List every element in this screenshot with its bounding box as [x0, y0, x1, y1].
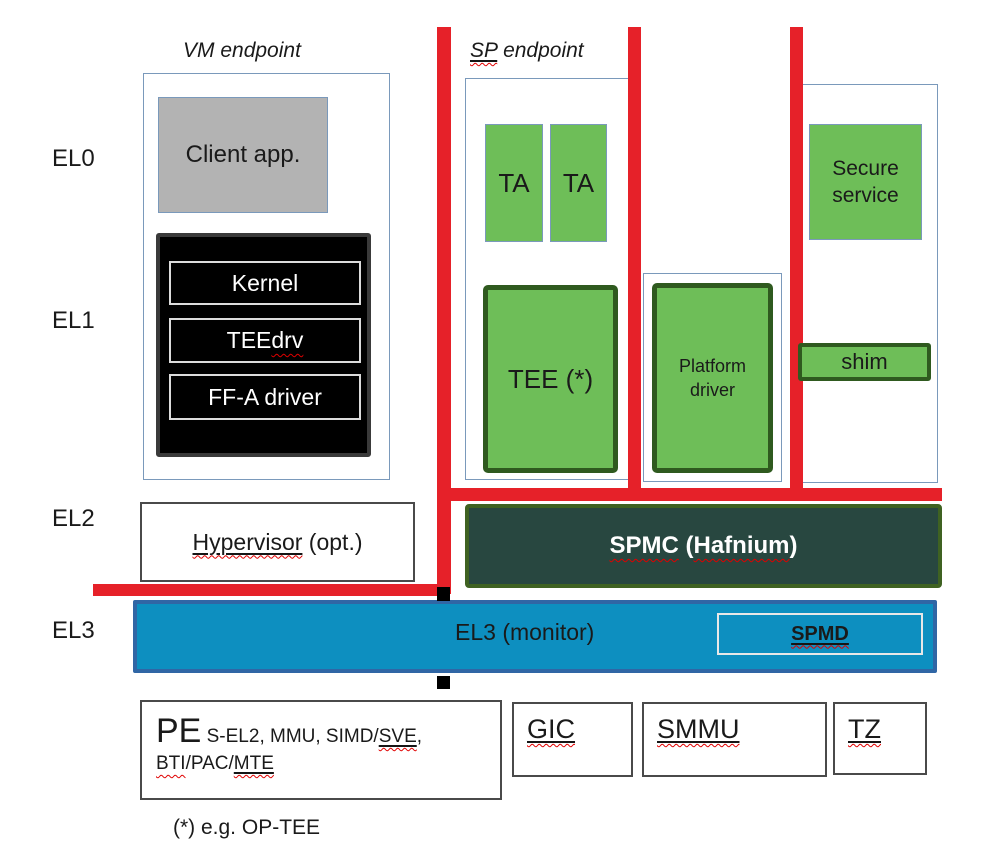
kernel-label: Kernel [231, 269, 299, 296]
shim-box: shim [798, 343, 931, 381]
el1-label: EL1 [52, 307, 95, 334]
ta-label-2: TA [562, 167, 595, 198]
spmd-box: SPMD [717, 613, 923, 655]
vm-endpoint-title: VM endpoint [183, 39, 301, 62]
kernel-box: Kernel [169, 261, 361, 305]
client-app-label: Client app. [185, 141, 301, 168]
el3-label: EL3 [52, 617, 95, 644]
pe-box: PE S-EL2, MMU, SIMD/SVE, BTI/PAC/MTE [140, 700, 502, 800]
smmu-box: SMMU [642, 702, 827, 777]
hypervisor-label-rest: (opt.) [302, 528, 363, 555]
boundary-line-vertical-2 [628, 27, 641, 501]
tz-box: TZ [833, 702, 927, 775]
gic-label: GIC [527, 714, 576, 744]
ffa-driver-box: FF-A driver [169, 374, 361, 420]
sp-endpoint-title: SP endpoint [470, 39, 584, 63]
tz-label: TZ [848, 714, 881, 744]
ta-label-1: TA [498, 167, 530, 198]
pe-features-line2: BTI/PAC/MTE [156, 753, 274, 774]
boundary-line-horizontal-left [93, 584, 449, 596]
smmu-label: SMMU [657, 714, 740, 744]
dashed-line-segment-2 [437, 676, 450, 689]
footnote: (*) e.g. OP-TEE [173, 816, 321, 839]
shim-label: shim [841, 349, 888, 374]
el3-monitor-label: EL3 (monitor) [455, 619, 595, 645]
el0-label: EL0 [52, 145, 95, 172]
client-app-box: Client app. [158, 97, 328, 213]
pe-label: PE [156, 712, 202, 750]
ta-box-2: TA [550, 124, 607, 242]
sp-endpoint-title-word: SP [470, 39, 498, 62]
gic-box: GIC [512, 702, 633, 777]
ta-box-1: TA [485, 124, 543, 242]
spmc-label: SPMC (Hafnium) [609, 532, 798, 559]
spmd-label: SPMD [791, 622, 849, 645]
hypervisor-label-word: Hypervisor [192, 528, 303, 555]
pe-features-line1: S-EL2, MMU, SIMD/SVE, [201, 726, 423, 747]
tee-drv-label-b: drv [271, 327, 304, 353]
el2-label: EL2 [52, 505, 95, 532]
ffa-driver-label: FF-A driver [208, 383, 322, 410]
tee-box: TEE (*) [483, 285, 618, 473]
boundary-line-vertical-3 [790, 27, 803, 501]
tee-drv-box: TEE drv [169, 318, 361, 363]
boundary-line-horizontal-right [437, 488, 942, 501]
boundary-line-vertical-1 [437, 27, 451, 594]
hypervisor-box: Hypervisor (opt.) [140, 502, 415, 582]
tee-drv-label-a: TEE [226, 327, 272, 353]
spmc-box: SPMC (Hafnium) [465, 504, 942, 588]
sp-endpoint-title-rest: endpoint [497, 39, 584, 62]
dashed-line-segment-1 [437, 587, 450, 601]
tee-label: TEE (*) [507, 363, 594, 394]
